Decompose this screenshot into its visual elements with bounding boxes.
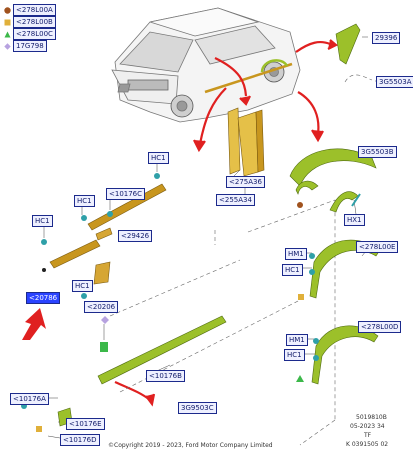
- part-label-255a34[interactable]: <255A34: [216, 194, 255, 206]
- part-label-hc1[interactable]: HC1: [32, 215, 53, 227]
- part-label-10176d[interactable]: <10176D: [60, 434, 100, 446]
- part-label-29426[interactable]: <29426: [118, 230, 153, 242]
- big-red-arrow: [22, 308, 46, 340]
- part-label-hc1[interactable]: HC1: [148, 152, 169, 164]
- legend-item-diamond: 17G798: [4, 40, 47, 52]
- part-label-20786-highlighted[interactable]: <20786: [26, 292, 61, 304]
- legend-code: <278L00C: [13, 28, 56, 40]
- footer-copyright: ©Copyright 2019 - 2023, Ford Motor Compa…: [108, 442, 273, 449]
- legend-item-circle: <278L00A: [4, 4, 56, 16]
- callout-arrows: [114, 39, 338, 407]
- dashed-leaders: [109, 74, 373, 446]
- part-label-3g5503b[interactable]: 3G5503B: [358, 146, 397, 158]
- part-label-275a36[interactable]: <275A36: [226, 176, 265, 188]
- part-label-29396[interactable]: 29396: [372, 32, 401, 44]
- footer-ref-2: 05-2023 34: [350, 423, 385, 430]
- part-label-hm1[interactable]: HM1: [286, 334, 308, 346]
- triangle-symbol-icon: [4, 31, 11, 37]
- legend-code: <278L00B: [13, 16, 56, 28]
- side-moulding-parts: [49, 107, 265, 285]
- legend-item-triangle: <278L00C: [4, 28, 56, 40]
- footer-ref-3: TF: [364, 432, 372, 439]
- circle-symbol-icon: [4, 6, 11, 14]
- part-label-278l00e[interactable]: <278L00E: [356, 241, 399, 253]
- part-label-hc1[interactable]: HC1: [72, 280, 93, 292]
- part-label-10176c[interactable]: <10176C: [106, 188, 146, 200]
- legend-item-square: <278L00B: [4, 16, 56, 28]
- fastener-symbols: [21, 173, 361, 432]
- legend-code: <278L00A: [13, 4, 56, 16]
- part-label-20206[interactable]: <20206: [84, 301, 119, 313]
- part-label-hx1[interactable]: HX1: [344, 214, 365, 226]
- part-label-hc1[interactable]: HC1: [284, 349, 305, 361]
- part-label-10176e[interactable]: <10176E: [66, 418, 105, 430]
- footer-ref-4: K 0391505 02: [346, 441, 389, 448]
- part-label-3g5503a[interactable]: 3G5503A: [376, 76, 413, 88]
- footer-ref-1: 5019810B: [356, 414, 387, 421]
- part-label-278l00d[interactable]: <278L00D: [358, 321, 402, 333]
- part-label-hm1[interactable]: HM1: [285, 248, 307, 260]
- diamond-symbol-icon: [4, 42, 11, 50]
- part-label-3g9503c[interactable]: 3G9503C: [178, 402, 217, 414]
- wheel-arch-and-sill-parts: [57, 23, 381, 427]
- square-symbol-icon: [4, 19, 11, 25]
- legend-code: 17G798: [13, 40, 47, 52]
- van-illustration: [111, 7, 301, 123]
- part-label-hc1[interactable]: HC1: [74, 195, 95, 207]
- part-label-10176b[interactable]: <10176B: [146, 370, 185, 382]
- part-label-hc1[interactable]: HC1: [282, 264, 303, 276]
- part-label-10176a[interactable]: <10176A: [10, 393, 49, 405]
